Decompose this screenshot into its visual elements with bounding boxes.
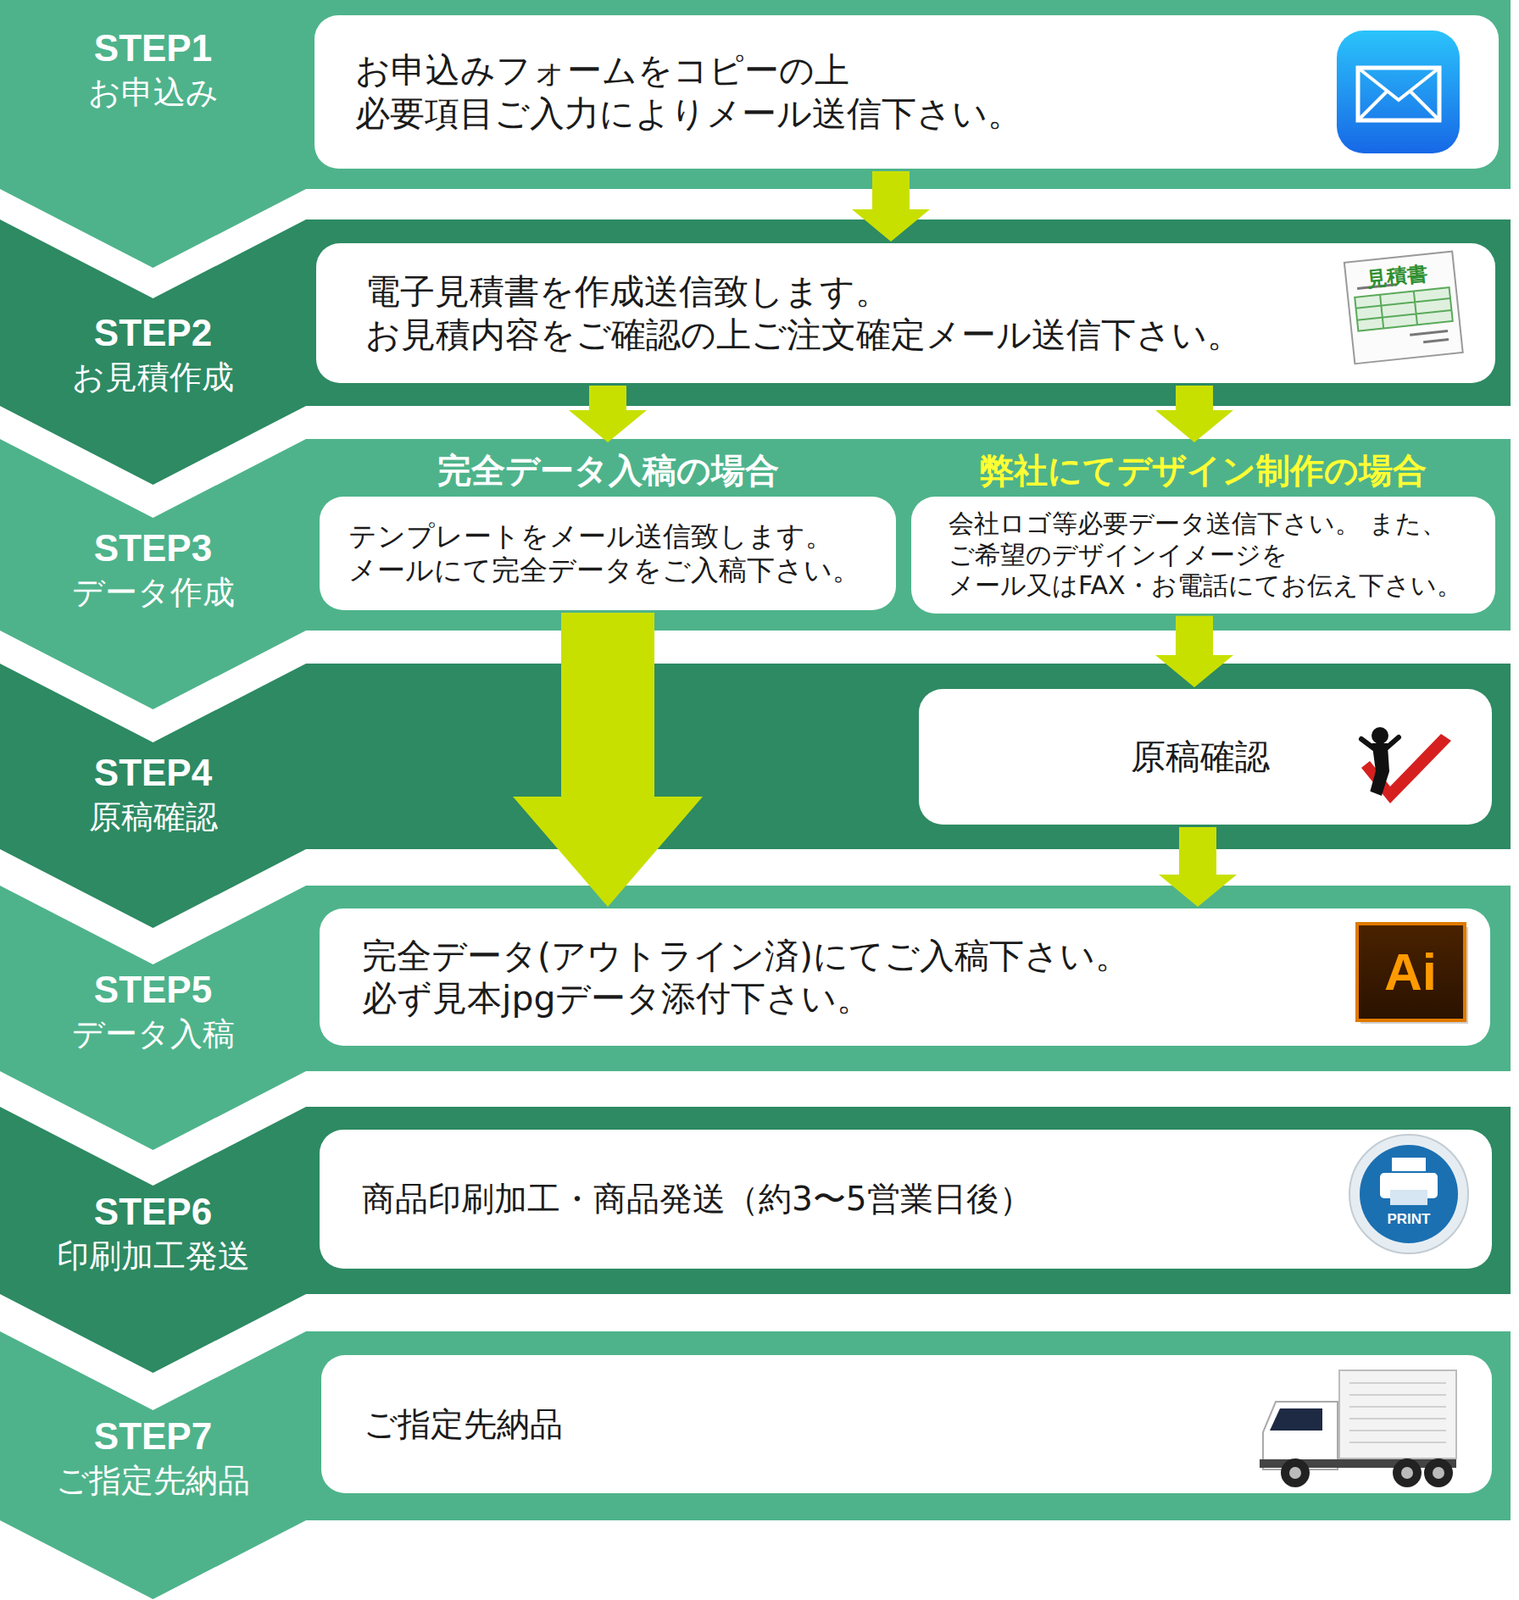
estimate-table [1354, 287, 1453, 331]
truck-hub [1432, 1467, 1445, 1480]
print-ring [1349, 1135, 1469, 1254]
step-name: 原稿確認 [0, 796, 307, 839]
box-text: テンプレートをメール送信致します。 メールにて完全データをご入稿下さい。 [348, 519, 883, 589]
mail-icon [1336, 30, 1460, 154]
flow-arrow [512, 612, 703, 907]
box-text: 会社ロゴ等必要データ送信下さい。 また、ご希望のデザインイメージを メール又はF… [948, 508, 1483, 602]
estimate-icon [1344, 251, 1464, 365]
process-box: 完全データ(アウトライン済)にてご入稿下さい。 必ず見本jpgデータ添付下さい。 [319, 908, 1491, 1047]
box-text: 完全データ(アウトライン済)にてご入稿下さい。 必ず見本jpgデータ添付下さい。 [361, 934, 1295, 1020]
step-number: STEP4 [0, 748, 307, 797]
step-number: STEP6 [0, 1187, 307, 1236]
truck-wheel [1424, 1458, 1453, 1488]
step-name: お申込み [0, 72, 307, 114]
truck-hub [1289, 1467, 1302, 1480]
step-label-column: STEP1お申込み [0, 23, 307, 115]
step-name: データ入稿 [0, 1013, 307, 1056]
white-card: お申込みフォームをコピーの上 必要項目ご入力によりメール送信下さい。 [314, 15, 1499, 169]
check-icon [1361, 727, 1452, 804]
step-number: STEP1 [0, 23, 307, 73]
step-label-column: STEP7ご指定先納品 [0, 1412, 307, 1503]
process-box: 原稿確認 [918, 689, 1492, 825]
white-card: 会社ロゴ等必要データ送信下さい。 また、ご希望のデザインイメージを メール又はF… [911, 496, 1496, 614]
case-heading: 完全データ入稿の場合 [319, 444, 896, 497]
truck-wheel [1392, 1458, 1422, 1488]
icon-label: Ai [1384, 945, 1437, 999]
envelope [1357, 67, 1440, 121]
process-box: 弊社にてデザイン制作の場合会社ロゴ等必要データ送信下さい。 また、ご希望のデザイ… [911, 444, 1496, 614]
check-mark [1361, 734, 1452, 804]
step-number: STEP3 [0, 523, 307, 573]
box-text: 原稿確認 [1130, 735, 1270, 779]
icon-label: PRINT [1387, 1212, 1431, 1227]
ai-tile [1357, 923, 1465, 1021]
process-box: 電子見積書を作成送信致します。 お見積内容をご確認の上ご注文確定メール送信下さい… [316, 243, 1496, 384]
step-name: ご指定先納品 [0, 1460, 307, 1503]
white-card: テンプレートをメール送信致します。 メールにて完全データをご入稿下さい。 [319, 496, 896, 611]
process-box: お申込みフォームをコピーの上 必要項目ご入力によりメール送信下さい。 [314, 15, 1499, 169]
case-heading: 弊社にてデザイン制作の場合 [911, 444, 1496, 497]
flow-arrow [1158, 827, 1237, 907]
box-text: ご指定先納品 [363, 1404, 563, 1446]
white-card: 原稿確認 [918, 689, 1492, 825]
estimate-paper [1344, 251, 1464, 365]
envelope-flap [1357, 67, 1440, 121]
process-box: 完全データ入稿の場合テンプレートをメール送信致します。 メールにて完全データをご… [319, 444, 896, 611]
figure-head [1371, 727, 1389, 745]
white-card: 完全データ(アウトライン済)にてご入稿下さい。 必ず見本jpgデータ添付下さい。 [319, 908, 1491, 1047]
step-number: STEP2 [0, 308, 307, 357]
flow-arrow [1155, 385, 1234, 443]
step-number: STEP5 [0, 965, 307, 1014]
box-text: 電子見積書を作成送信致します。 お見積内容をご確認の上ご注文確定メール送信下さい… [365, 270, 1315, 356]
step-name: お見積作成 [0, 356, 307, 399]
print-disc [1359, 1145, 1458, 1244]
flow-arrow [568, 385, 647, 443]
white-card: 商品印刷加工・商品発送（約3〜5営業日後） [319, 1129, 1492, 1269]
process-box: 商品印刷加工・商品発送（約3〜5営業日後） [319, 1129, 1492, 1269]
step-label-column: STEP4原稿確認 [0, 748, 307, 840]
estimate-lines [1357, 279, 1449, 349]
box-text: お申込みフォームをコピーの上 必要項目ご入力によりメール送信下さい。 [355, 49, 1297, 134]
print-icon [1349, 1135, 1469, 1254]
truck-icon [1259, 1370, 1457, 1488]
step-name: 印刷加工発送 [0, 1235, 307, 1278]
figure-body [1361, 737, 1399, 793]
mail-tile [1336, 30, 1460, 154]
step-label-column: STEP2お見積作成 [0, 308, 307, 400]
flow-arrow [1155, 616, 1234, 688]
band-fill [0, 1331, 1511, 1600]
step-number: STEP7 [0, 1412, 307, 1461]
flow-arrow [851, 171, 930, 242]
truck-cargo [1339, 1370, 1457, 1459]
estimate-grid [1354, 287, 1453, 331]
box-text: 商品印刷加工・商品発送（約3〜5営業日後） [361, 1179, 1033, 1220]
illustrator-icon [1357, 923, 1469, 1024]
printer-tray [1390, 1190, 1428, 1206]
truck-wheel [1280, 1458, 1310, 1488]
printer-paper [1391, 1157, 1426, 1172]
step-label-column: STEP6印刷加工発送 [0, 1187, 307, 1279]
truck-hub [1401, 1467, 1414, 1480]
truck-ribs [1349, 1383, 1447, 1443]
step-name: データ作成 [0, 572, 307, 614]
white-card: 電子見積書を作成送信致します。 お見積内容をご確認の上ご注文確定メール送信下さい… [316, 243, 1496, 384]
truck-window [1269, 1408, 1323, 1431]
step-label-column: STEP3データ作成 [0, 523, 307, 615]
step-label-column: STEP5データ入稿 [0, 965, 307, 1057]
